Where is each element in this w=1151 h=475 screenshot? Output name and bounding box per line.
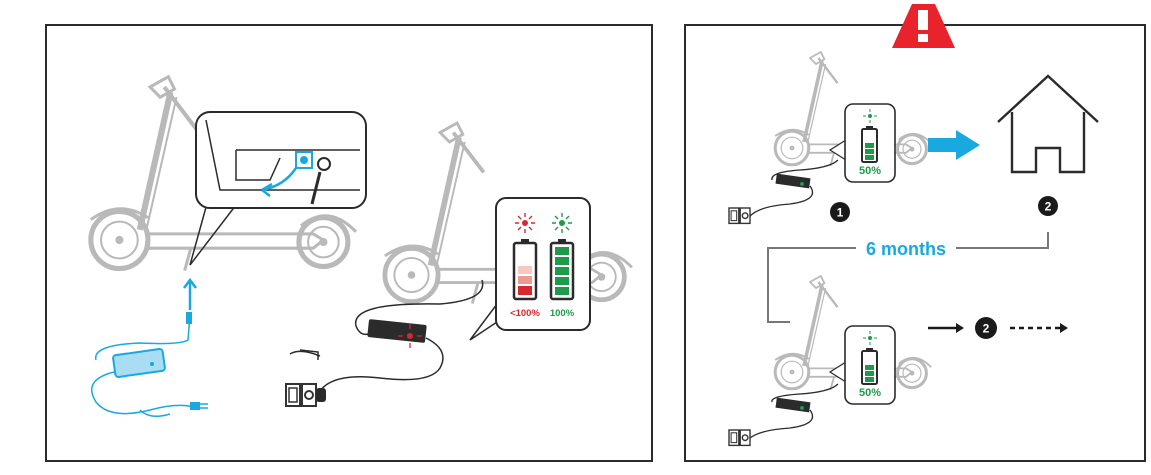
step-badge-2: 2 — [1038, 196, 1058, 216]
charging-port-zoom — [189, 111, 367, 266]
charger-bottom — [728, 383, 839, 447]
interval-line-right — [956, 232, 1049, 249]
green-light-bottom-icon — [863, 331, 877, 345]
house-icon — [997, 74, 1099, 174]
battery-low-icon — [512, 239, 538, 301]
charger-adapter — [91, 312, 208, 417]
battery-callout-bottom: 50% — [828, 325, 896, 405]
repeat-sequence: 2 — [928, 317, 1068, 339]
charger-top — [728, 159, 839, 225]
battery-full-icon — [549, 239, 575, 301]
move-arrow-icon — [928, 130, 980, 160]
step-badge-repeat-text: 2 — [983, 322, 990, 336]
left-panel: <100% 100% — [45, 24, 653, 462]
step-badge-1-text: 1 — [837, 206, 844, 220]
exclamation-warning-icon — [892, 4, 955, 48]
green-light-icon — [552, 213, 572, 233]
charging-led-icon — [407, 333, 413, 339]
low-charge-label: <100% — [510, 308, 540, 319]
right-panel: 50% 1 2 6 months — [684, 4, 1146, 462]
battery-top-label: 50% — [859, 165, 881, 177]
full-charge-label: 100% — [550, 308, 575, 319]
battery-bottom-label: 50% — [859, 387, 881, 399]
battery-status-callout: <100% 100% — [469, 197, 591, 341]
green-light-top-icon — [863, 109, 877, 123]
step-badge-2-text: 2 — [1045, 200, 1052, 214]
interval-label: 6 months — [866, 239, 946, 259]
step-badge-1: 1 — [830, 202, 850, 222]
red-light-icon — [515, 213, 535, 233]
battery-callout-top: 50% — [828, 103, 896, 183]
charger-brick — [285, 279, 484, 407]
interval-line-left — [767, 247, 856, 323]
